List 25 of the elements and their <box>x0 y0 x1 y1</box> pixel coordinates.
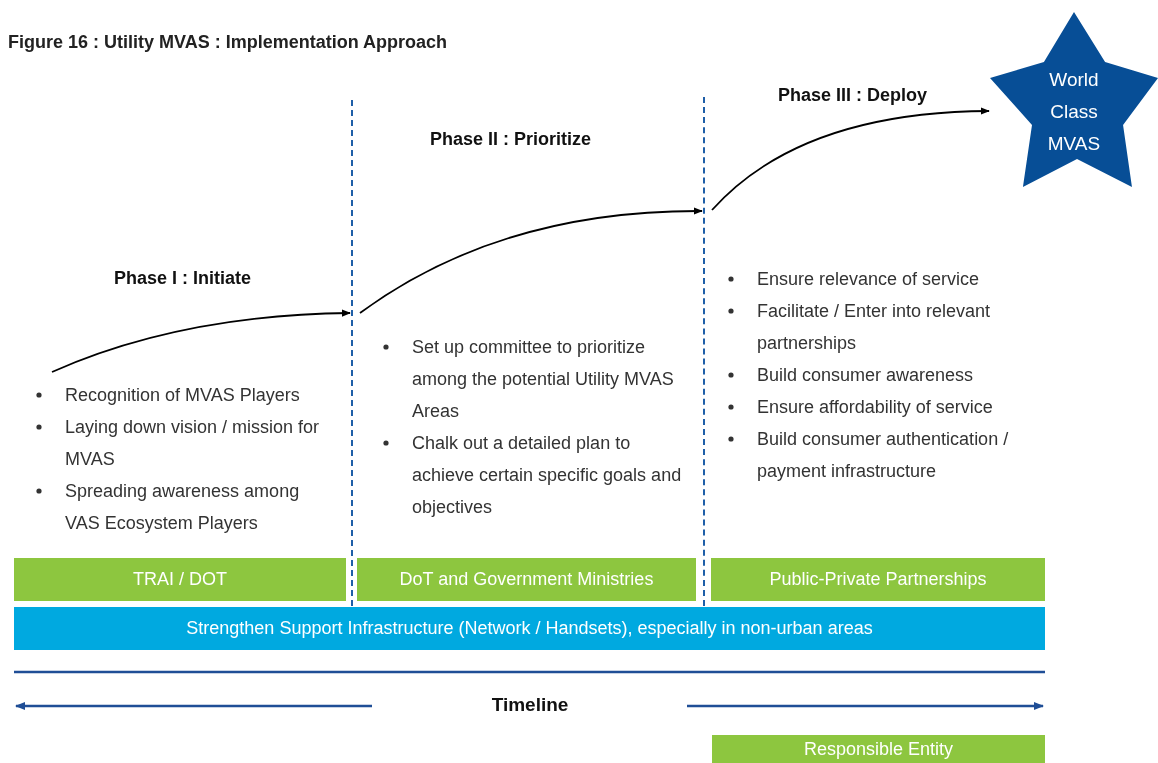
legend-label: Responsible Entity <box>803 738 954 760</box>
dashed-divider <box>351 100 354 606</box>
bullet-text: Build consumer awareness <box>757 365 974 385</box>
figure-title: Figure 16 : Utility MVAS : Implementation Approach <box>8 32 448 53</box>
bullet-text: Recognition of MVAS Players <box>65 385 300 405</box>
dashed-divider <box>703 97 706 606</box>
star-label: World Class MVAS <box>1046 68 1102 156</box>
bullet-text: Set up committee to prioritize among the potential Utility MVAS Areas <box>412 337 674 421</box>
bullet-text: Ensure relevance of service <box>757 269 980 289</box>
bullet-text: Chalk out a detailed plan to achieve certain specific goals and objectives <box>412 433 682 517</box>
bullet-text: Facilitate / Enter into relevant partnerships <box>757 301 991 353</box>
timeline-label: Timeline <box>490 694 570 716</box>
edge-label: Phase III : Deploy <box>776 85 930 106</box>
bullet-text: Build consumer authentication / payment infrastructure <box>757 429 1009 481</box>
entity-bar: DoT and Government Ministries <box>357 558 696 601</box>
curved-arrow <box>359 207 703 314</box>
entity-bar: Public-Private Partnerships <box>711 558 1045 601</box>
bullet-text: Spreading awareness among VAS Ecosystem Players <box>65 481 300 533</box>
entity-bar: Strengthen Support Infrastructure (Network / Handsets), especially in non-urban areas <box>14 607 1045 650</box>
curved-arrow <box>51 309 351 373</box>
star-shape <box>990 12 1158 187</box>
entity-bar: TRAI / DOT <box>14 558 346 601</box>
bullet-text: Ensure affordability of service <box>757 397 993 417</box>
bullet-text: Laying down vision / mission for MVAS <box>65 417 320 469</box>
curved-arrow <box>711 107 990 211</box>
